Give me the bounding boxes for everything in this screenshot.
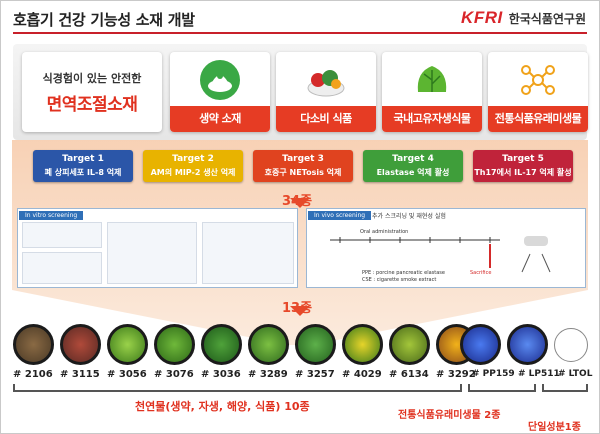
in-vivo-timeline (330, 236, 551, 273)
source-label: 전통식품유래미생물 (488, 106, 588, 132)
category-single: 단일성분1종 (528, 422, 581, 433)
target-desc: Th17에서 IL-17 억제 활성 (474, 168, 572, 177)
target-3: Target 3 호중구 NETosis 억제 (253, 150, 353, 182)
material-image (154, 324, 195, 365)
category-microbe: 전통식품유래미생물 2종 (398, 410, 501, 421)
intro-line1: 식경험이 있는 안전한 (42, 72, 142, 85)
legend-cse: CSE : cigarette smoke extract (362, 277, 437, 283)
material-code: # 6134 (389, 369, 429, 380)
in-vivo-subtitle: 추가 스크리닝 및 재현성 실험 (372, 213, 446, 220)
microbe-bracket (468, 384, 536, 392)
target-name: Target 2 (172, 154, 214, 164)
target-name: Target 1 (62, 154, 104, 164)
source-label: 생약 소재 (170, 106, 270, 132)
target-5: Target 5 Th17에서 IL-17 억제 활성 (473, 150, 573, 182)
logo-mark: KFRI (461, 8, 503, 27)
target-desc: 폐 상피세포 IL-8 억제 (44, 168, 122, 177)
logo-text: 한국식품연구원 (508, 11, 586, 26)
material-image (295, 324, 336, 365)
material-image (13, 324, 54, 365)
material-image-microbe (460, 324, 501, 365)
count-stage1: 34종 (282, 194, 313, 209)
in-vivo-panel (306, 208, 586, 288)
screening-funnel (12, 140, 588, 345)
intro-line2: 면역조절소재 (46, 95, 138, 115)
material-image (107, 324, 148, 365)
material-code: # LTOL (558, 369, 593, 379)
target-1: Target 1 폐 상피세포 IL-8 억제 (33, 150, 133, 182)
material-code: # 3115 (60, 369, 100, 380)
natural-bracket (13, 384, 462, 392)
in-vivo-tab: In vivo screening (308, 211, 372, 220)
category-natural: 천연물(생약, 자생, 해양, 식품) 10종 (135, 400, 310, 413)
material-image (201, 324, 242, 365)
target-desc: 호중구 NETosis 억제 (264, 168, 342, 177)
target-name: Target 5 (502, 154, 544, 164)
single-bracket (542, 384, 588, 392)
material-code: # 4029 (342, 369, 382, 380)
in-vitro-tab: In vitro screening (19, 211, 84, 220)
source-card-food: 다소비 식품 (276, 52, 376, 132)
target-4: Target 4 Elastase 억제 활성 (363, 150, 463, 182)
material-code: # 3056 (107, 369, 147, 380)
material-code: # 3289 (248, 369, 288, 380)
source-label: 다소비 식품 (276, 106, 376, 132)
cell-counting-figure (107, 222, 197, 284)
microbe-network-icon (521, 65, 555, 95)
target-name: Target 4 (392, 154, 434, 164)
title-underline (13, 32, 587, 34)
material-code: # 3036 (201, 369, 241, 380)
material-image (248, 324, 289, 365)
material-code: # PP159 (472, 369, 515, 379)
realtime-figure (22, 222, 102, 248)
histology-figure (202, 222, 294, 284)
material-image-microbe (507, 324, 548, 365)
elisa-figure (22, 252, 102, 284)
material-image (342, 324, 383, 365)
material-image-compound (554, 328, 588, 362)
sacrifice-label: Sacrifice (470, 270, 492, 276)
material-code: # LP511 (518, 369, 560, 379)
page-title: 호흡기 건강 기능성 소재 개발 (13, 11, 195, 29)
material-code: # 3292 (436, 369, 476, 380)
source-label: 국내고유자생식물 (382, 106, 482, 132)
material-code: # 2106 (13, 369, 53, 380)
material-image (60, 324, 101, 365)
legend-ppe: PPE : porcine pancreatic elastase (362, 270, 445, 276)
material-code: # 3076 (154, 369, 194, 380)
source-card-herb: 생약 소재 (170, 52, 270, 132)
kfri-logo: KFRI 한국식품연구원 (461, 8, 586, 28)
intro-box: 식경험이 있는 안전한 면역조절소재 (22, 52, 162, 132)
material-image (389, 324, 430, 365)
target-2: Target 2 AM의 MIP-2 생산 억제 (143, 150, 243, 182)
source-card-microbe: 전통식품유래미생물 (488, 52, 588, 132)
herb-bowl-icon (200, 60, 240, 100)
material-code: # 3257 (295, 369, 335, 380)
target-desc: Elastase 억제 활성 (376, 168, 450, 177)
count-stage2: 13종 (282, 301, 313, 316)
lettuce-icon (417, 66, 447, 92)
target-name: Target 3 (282, 154, 324, 164)
source-card-plant: 국내고유자생식물 (382, 52, 482, 132)
oral-label: Oral administration (360, 229, 409, 235)
target-desc: AM의 MIP-2 생산 억제 (150, 168, 236, 177)
food-bowl-icon (307, 70, 345, 97)
